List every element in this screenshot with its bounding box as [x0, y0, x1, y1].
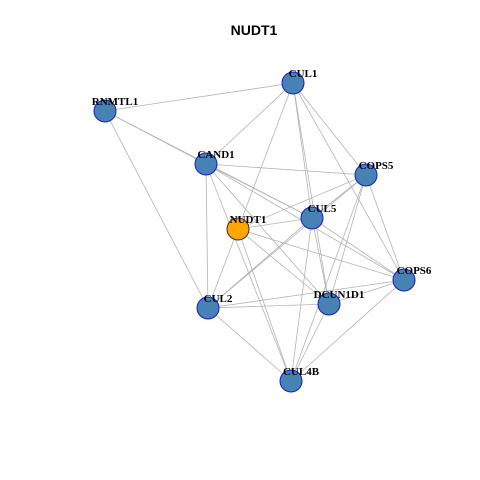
node-cand1 [194, 152, 218, 176]
node-label-cand1: CAND1 [197, 149, 234, 161]
edge-cul2-cops6 [207, 279, 405, 309]
node-label-cul1: CUL1 [289, 68, 318, 80]
node-cul5 [300, 206, 324, 230]
edge-cul1-nudt1 [237, 82, 294, 230]
node-nudt1 [226, 217, 250, 241]
edge-cul5-cul2 [207, 217, 313, 309]
edge-cand1-cul5 [205, 163, 313, 219]
edge-cand1-cul2 [205, 163, 209, 309]
edge-cul5-cul4b [290, 217, 313, 382]
edge-cul1-cops6 [292, 82, 405, 281]
node-label-dcun1d1: DCUN1D1 [314, 289, 365, 301]
edge-cul5-cops6 [311, 217, 405, 281]
edge-cul1-cops5 [292, 82, 367, 176]
node-label-nudt1: NUDT1 [230, 214, 267, 226]
node-label-cul4b: CUL4B [283, 366, 320, 378]
edge-cops5-dcun1d1 [328, 174, 367, 305]
edge-cul1-cand1 [205, 82, 294, 165]
edge-cul5-nudt1 [237, 217, 313, 230]
node-cops5 [354, 163, 378, 187]
edge-cul5-dcun1d1 [311, 217, 330, 305]
edge-cand1-cops5 [205, 163, 367, 176]
node-layer [93, 71, 416, 393]
node-cops6 [392, 268, 416, 292]
node-label-cul5: CUL5 [308, 203, 337, 215]
edge-cul1-dcun1d1 [292, 82, 330, 305]
edge-nudt1-cops6 [237, 228, 405, 281]
edge-rnmtl1-cul2 [104, 110, 209, 309]
edge-rnmtl1-cul1 [104, 82, 294, 112]
edge-cops6-cul4b [290, 279, 405, 382]
edge-cand1-dcun1d1 [205, 163, 330, 305]
edge-nudt1-dcun1d1 [237, 228, 330, 305]
edge-cops5-cops6 [365, 174, 405, 281]
edge-dcun1d1-cul4b [290, 303, 330, 382]
edge-cul1-cul5 [292, 82, 313, 219]
edge-layer [104, 82, 405, 382]
node-cul2 [196, 296, 220, 320]
node-dcun1d1 [317, 292, 341, 316]
node-rnmtl1 [93, 99, 117, 123]
edge-cops5-cul2 [207, 174, 367, 309]
edge-cops5-cul4b [290, 174, 367, 382]
node-label-rnmtl1: RNMTL1 [92, 96, 138, 108]
edge-dcun1d1-cops6 [328, 279, 405, 305]
graph-title: NUDT1 [231, 22, 278, 38]
node-cul4b [279, 369, 303, 393]
edge-nudt1-cul4b [237, 228, 292, 382]
edge-cul2-cul4b [207, 307, 292, 382]
edge-cul2-dcun1d1 [207, 303, 330, 309]
node-label-cul2: CUL2 [204, 293, 233, 305]
edge-nudt1-cul2 [207, 228, 239, 309]
node-cul1 [281, 71, 305, 95]
node-label-cops6: COPS6 [397, 265, 432, 277]
node-label-cops5: COPS5 [359, 160, 394, 172]
edge-cops5-nudt1 [237, 174, 367, 230]
